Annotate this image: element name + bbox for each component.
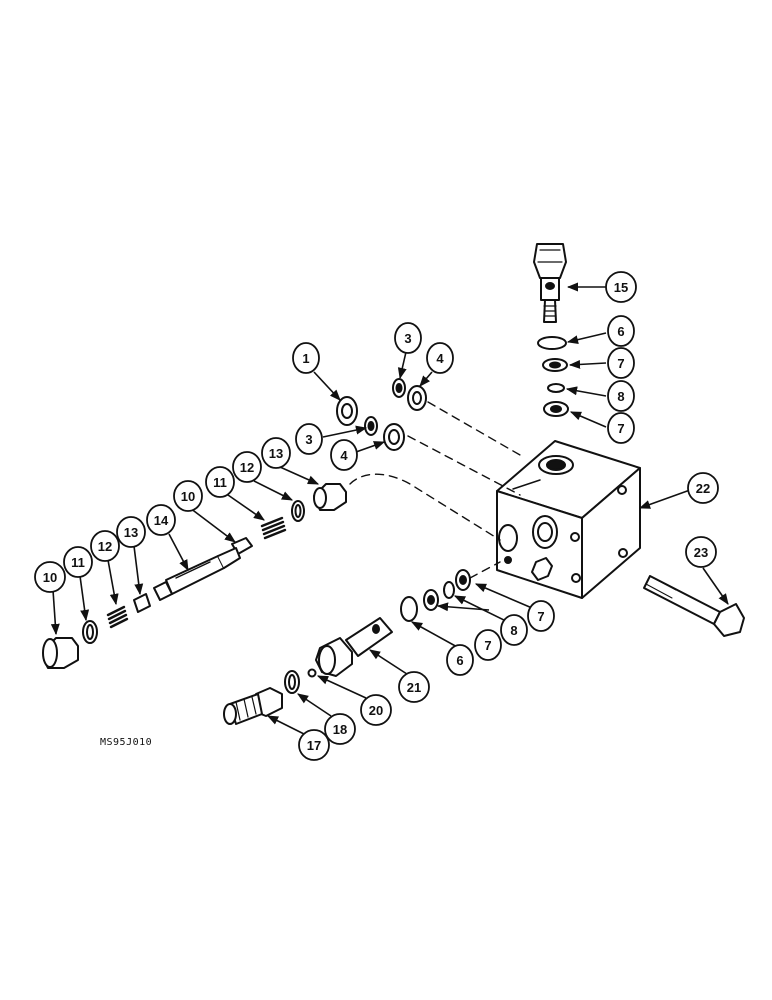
callout-7: 7 [607,412,635,444]
svg-text:10: 10 [43,570,57,585]
sleeve [315,617,393,677]
svg-text:13: 13 [124,525,138,540]
callouts: 1 3 4 3 4 15 6 7 8 7 22 23 10 11 12 13 1… [34,271,719,761]
svg-text:4: 4 [340,448,348,463]
callout-3: 3 [295,423,323,455]
svg-text:10: 10 [181,489,195,504]
svg-text:15: 15 [614,280,628,295]
callout-10: 10 [34,561,66,593]
svg-text:4: 4 [436,351,444,366]
svg-text:12: 12 [240,460,254,475]
svg-text:21: 21 [407,680,421,695]
callout-7: 7 [527,600,555,632]
leader-lines [50,282,729,736]
callout-14: 14 [146,504,176,536]
svg-text:8: 8 [617,389,624,404]
svg-text:7: 7 [617,356,624,371]
svg-text:7: 7 [484,638,491,653]
svg-text:12: 12 [98,539,112,554]
bolt [643,575,745,637]
relief-valve-cartridge [533,243,567,323]
callout-17: 17 [298,729,330,761]
svg-text:3: 3 [305,432,312,447]
fitting-assembly [223,668,317,725]
svg-text:7: 7 [537,609,544,624]
callout-7: 7 [474,629,502,661]
callout-6: 6 [607,315,635,347]
svg-text:17: 17 [307,738,321,753]
svg-text:18: 18 [333,722,347,737]
callout-22: 22 [687,472,719,504]
upper-spool-assembly [42,483,347,669]
callout-21: 21 [398,671,430,703]
callout-4: 4 [330,439,358,471]
svg-text:11: 11 [71,555,85,570]
svg-text:6: 6 [456,653,463,668]
callout-11: 11 [63,546,93,578]
callout-4: 4 [426,342,454,374]
callout-11: 12 [232,451,262,483]
svg-text:22: 22 [696,481,710,496]
callout-23: 23 [685,536,717,568]
callout-12: 12 [90,530,120,562]
washer-stack-right [537,336,569,417]
callout-7: 7 [607,347,635,379]
svg-text:8: 8 [510,623,517,638]
callout-18: 18 [324,713,356,745]
callout-10: 13 [261,437,291,469]
svg-text:6: 6 [617,324,624,339]
callout-13: 10 [173,480,203,512]
svg-text:7: 7 [617,421,624,436]
svg-text:23: 23 [694,545,708,560]
callout-8: 8 [607,380,635,412]
svg-text:3: 3 [404,331,411,346]
valve-body [496,440,641,599]
callout-8: 8 [500,614,528,646]
callout-20: 20 [360,694,392,726]
svg-text:1: 1 [302,351,309,366]
upper-washers [336,378,427,451]
svg-text:14: 14 [154,513,169,528]
svg-text:20: 20 [369,703,383,718]
alignment-lines [349,401,521,579]
right-washers [400,569,471,622]
figure-code: MS95J010 [100,737,153,748]
callout-15: 15 [605,271,637,303]
callout-13: 13 [116,516,146,548]
svg-text:11: 11 [213,475,227,490]
callout-1: 1 [292,342,320,374]
svg-text:13: 13 [269,446,283,461]
callout-6: 6 [446,644,474,676]
callout-12: 11 [205,466,235,498]
callout-3: 3 [394,322,422,354]
